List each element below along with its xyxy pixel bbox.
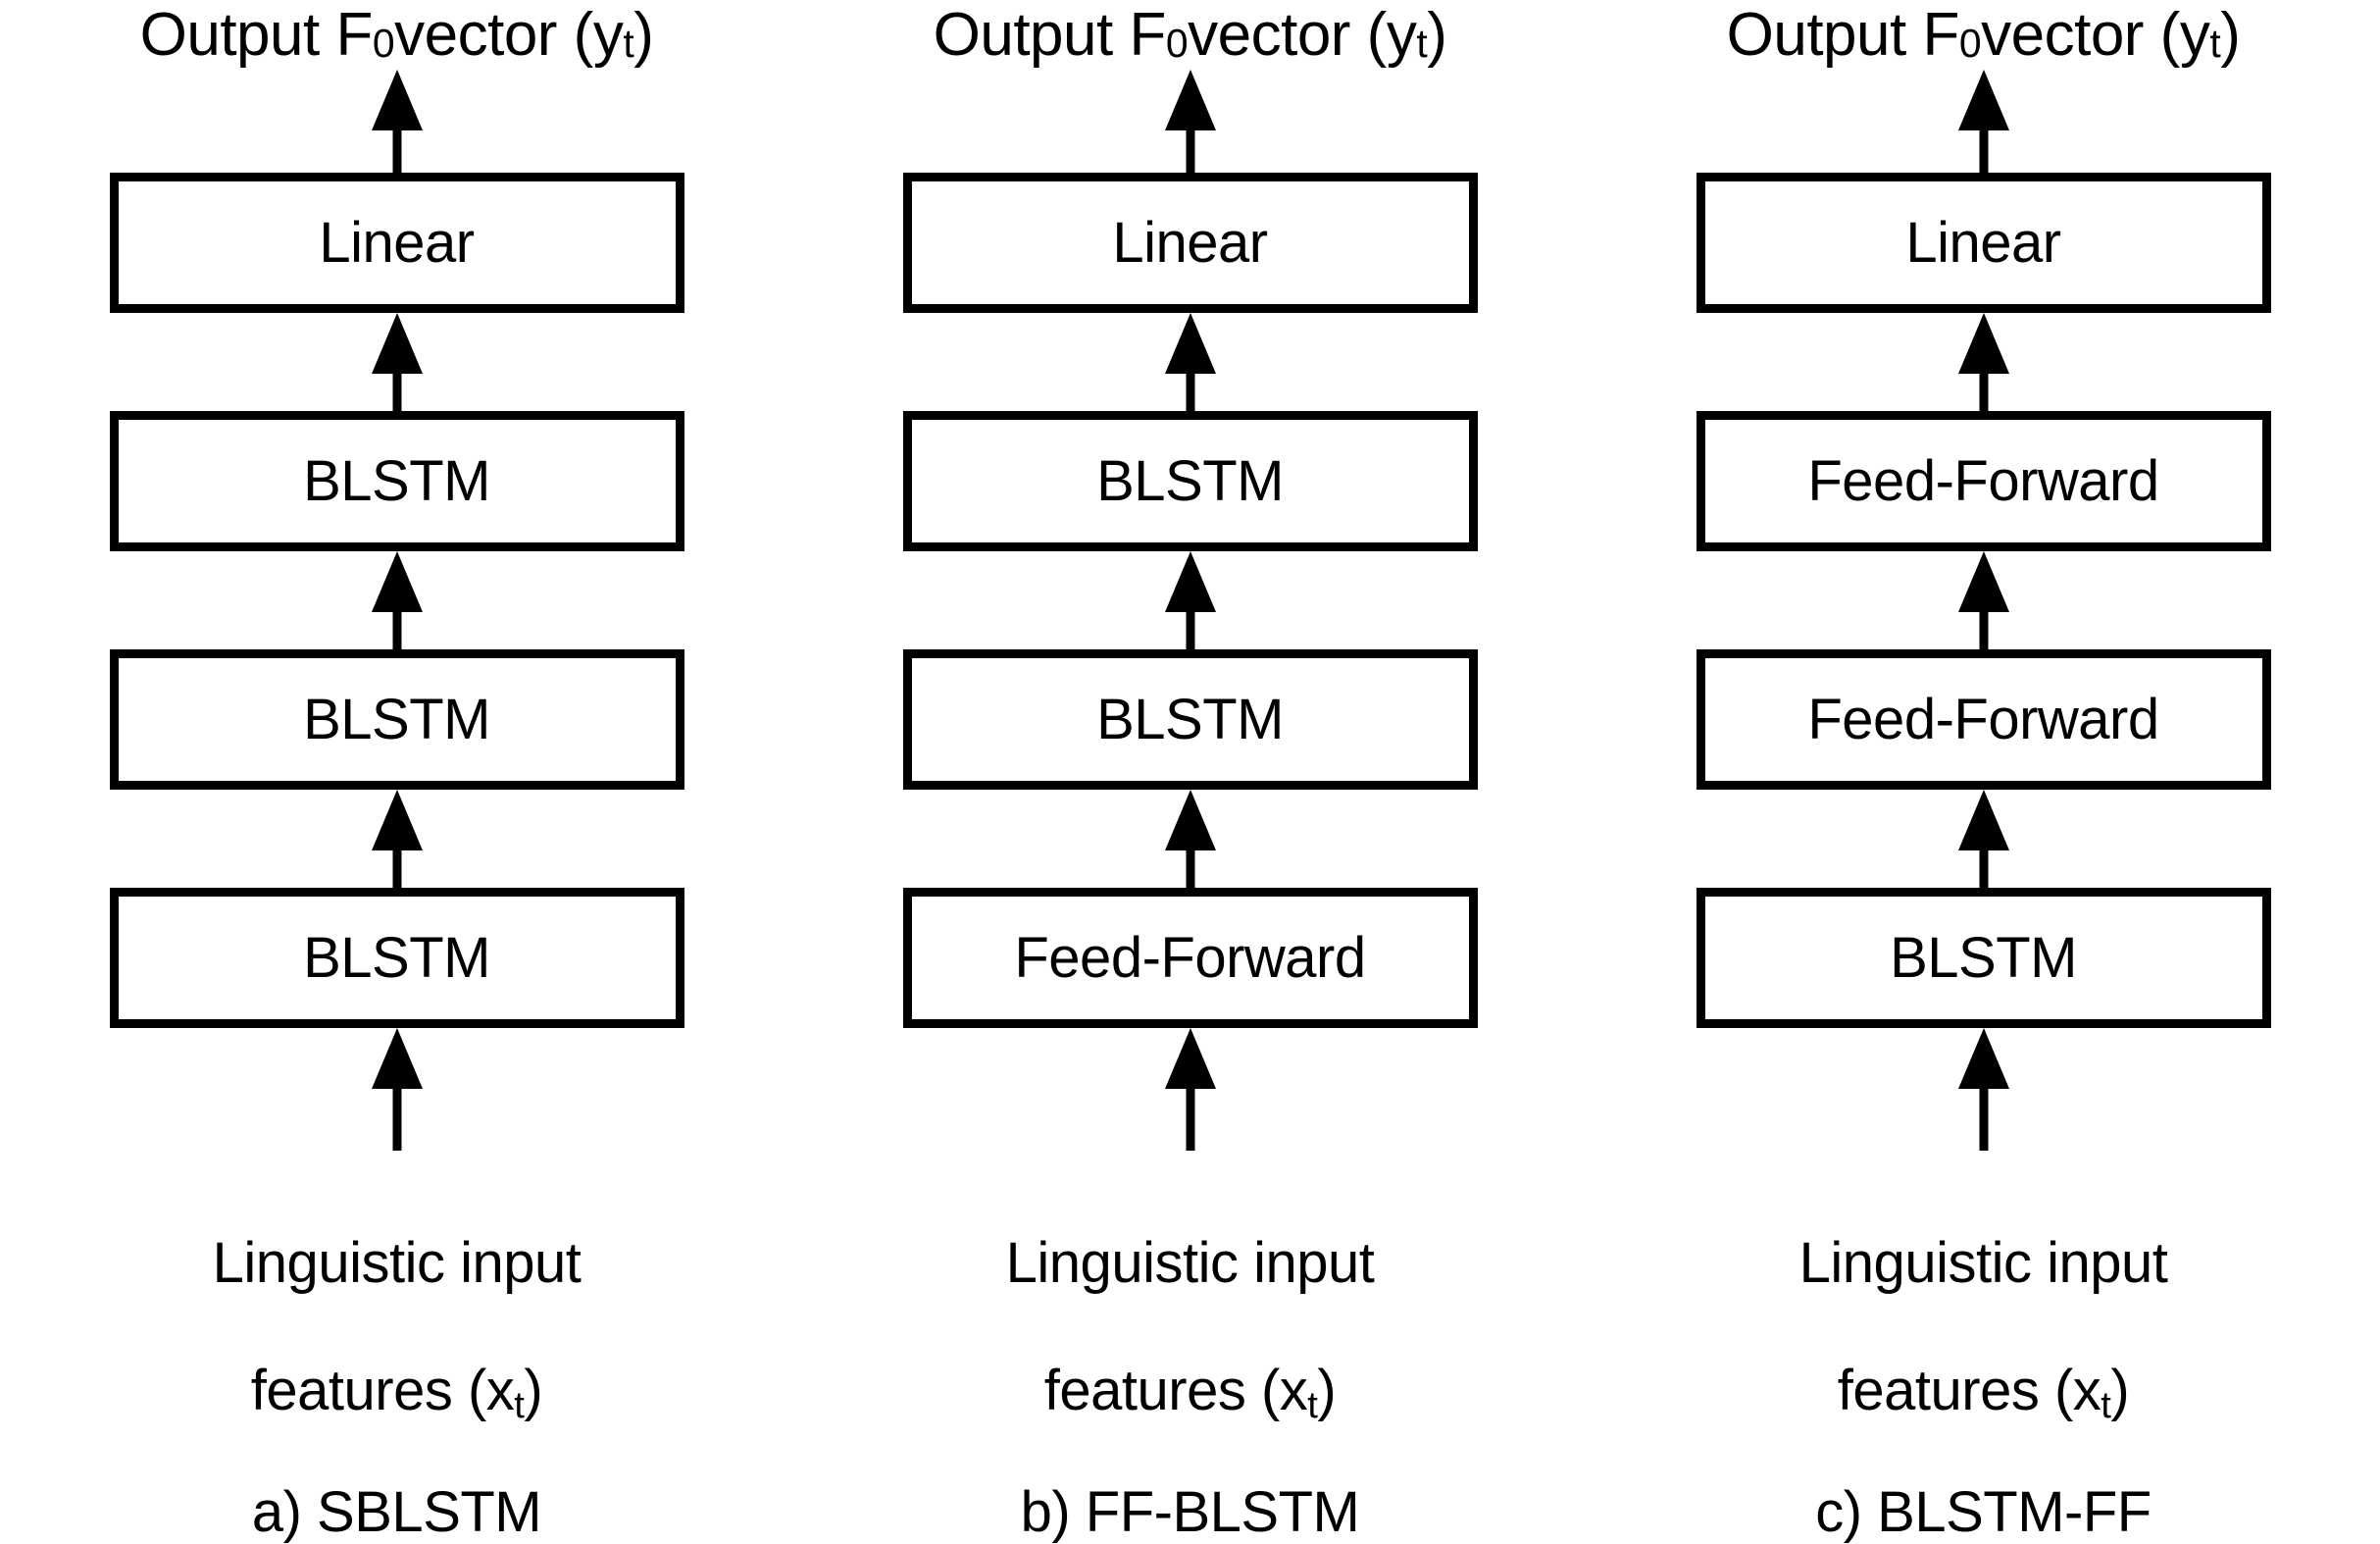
input-label-a-line2-end: ) <box>524 1359 543 1423</box>
layer-box-b-3[interactable]: Feed-Forward <box>902 888 1478 1029</box>
arrow-input-b <box>793 1028 1587 1152</box>
input-label-c-line2-prefix: features (x <box>1837 1359 2101 1423</box>
layer-box-a-3[interactable]: BLSTM <box>109 888 684 1029</box>
output-label-b-subscript-t: t <box>1416 21 1428 67</box>
arrow-shaft <box>392 579 401 650</box>
arrow-a-2-3 <box>0 790 793 889</box>
output-label-c-subscript-zero: 0 <box>1958 21 1982 67</box>
arrow-shaft <box>1979 340 1988 412</box>
arrow-shaft <box>1186 817 1194 889</box>
layer-box-b-2[interactable]: BLSTM <box>902 649 1478 791</box>
arrow-shaft <box>1186 1057 1194 1152</box>
layer-box-b-1[interactable]: BLSTM <box>902 411 1478 552</box>
output-label-c-subscript-t: t <box>2209 21 2221 67</box>
arrow-c-1-2 <box>1587 551 2380 650</box>
caption-b: b) FF-BLSTM <box>1020 1480 1360 1544</box>
input-label-a: Linguistic input features (xt) <box>212 1168 582 1427</box>
arrow-shaft <box>1979 817 1988 889</box>
arrow-c-0-1 <box>1587 313 2380 412</box>
output-label-a-prefix: Output F <box>139 0 374 69</box>
arrow-shaft <box>1186 579 1194 650</box>
output-label-a-end: ) <box>633 0 654 69</box>
arrow-shaft <box>1186 340 1194 412</box>
output-label-a-suffix: vector (y <box>394 0 624 69</box>
arrow-shaft <box>392 94 401 174</box>
input-label-b: Linguistic input features (xt) <box>1005 1168 1375 1427</box>
arrow-c-2-3 <box>1587 790 2380 889</box>
arrow-shaft <box>1979 579 1988 650</box>
arrow-shaft <box>392 817 401 889</box>
layer-box-c-0[interactable]: Linear <box>1696 173 2271 314</box>
layer-box-b-0[interactable]: Linear <box>902 173 1478 314</box>
input-label-c: Linguistic input features (xt) <box>1798 1168 2168 1427</box>
input-label-a-line1: Linguistic input <box>212 1231 582 1296</box>
input-label-c-line1: Linguistic input <box>1798 1231 2168 1296</box>
arrow-shaft <box>1979 94 1988 174</box>
input-label-b-line2-end: ) <box>1317 1359 1337 1423</box>
input-label-c-line2-end: ) <box>2110 1359 2130 1423</box>
output-label-b-suffix: vector (y <box>1188 0 1417 69</box>
caption-c: c) BLSTM-FF <box>1815 1480 2152 1544</box>
input-label-b-subscript-t: t <box>1307 1384 1318 1427</box>
arrow-output-a <box>0 70 793 174</box>
layer-box-c-2[interactable]: Feed-Forward <box>1696 649 2271 791</box>
arrow-output-b <box>793 70 1587 174</box>
output-label-c-prefix: Output F <box>1726 0 1960 69</box>
arrow-shaft <box>392 340 401 412</box>
arrow-a-1-2 <box>0 551 793 650</box>
layer-box-a-0[interactable]: Linear <box>109 173 684 314</box>
input-label-c-subscript-t: t <box>2101 1384 2111 1427</box>
output-label-c-suffix: vector (y <box>1981 0 2210 69</box>
layer-box-a-1[interactable]: BLSTM <box>109 411 684 552</box>
input-label-b-line2-prefix: features (x <box>1043 1359 1308 1423</box>
arrow-input-a <box>0 1028 793 1152</box>
input-label-a-line2-prefix: features (x <box>250 1359 515 1423</box>
layer-box-c-1[interactable]: Feed-Forward <box>1696 411 2271 552</box>
output-label-b-end: ) <box>1427 0 1447 69</box>
output-label-a-subscript-zero: 0 <box>372 21 395 67</box>
input-label-a-subscript-t: t <box>514 1384 525 1427</box>
arrow-shaft <box>392 1057 401 1152</box>
arrow-shaft <box>1979 1057 1988 1152</box>
arrow-b-1-2 <box>793 551 1587 650</box>
arrow-b-2-3 <box>793 790 1587 889</box>
output-label-a-subscript-t: t <box>623 21 634 67</box>
layer-box-a-2[interactable]: BLSTM <box>109 649 684 791</box>
output-label-c-end: ) <box>2220 0 2241 69</box>
output-label-b-subscript-zero: 0 <box>1165 21 1189 67</box>
input-label-b-line1: Linguistic input <box>1005 1231 1375 1296</box>
caption-a: a) SBLSTM <box>251 1480 542 1544</box>
arrow-b-0-1 <box>793 313 1587 412</box>
layer-box-c-3[interactable]: BLSTM <box>1696 888 2271 1029</box>
arrow-shaft <box>1186 94 1194 174</box>
output-label-b-prefix: Output F <box>933 0 1167 69</box>
arrow-output-c <box>1587 70 2380 174</box>
arrow-input-c <box>1587 1028 2380 1152</box>
arrow-a-0-1 <box>0 313 793 412</box>
